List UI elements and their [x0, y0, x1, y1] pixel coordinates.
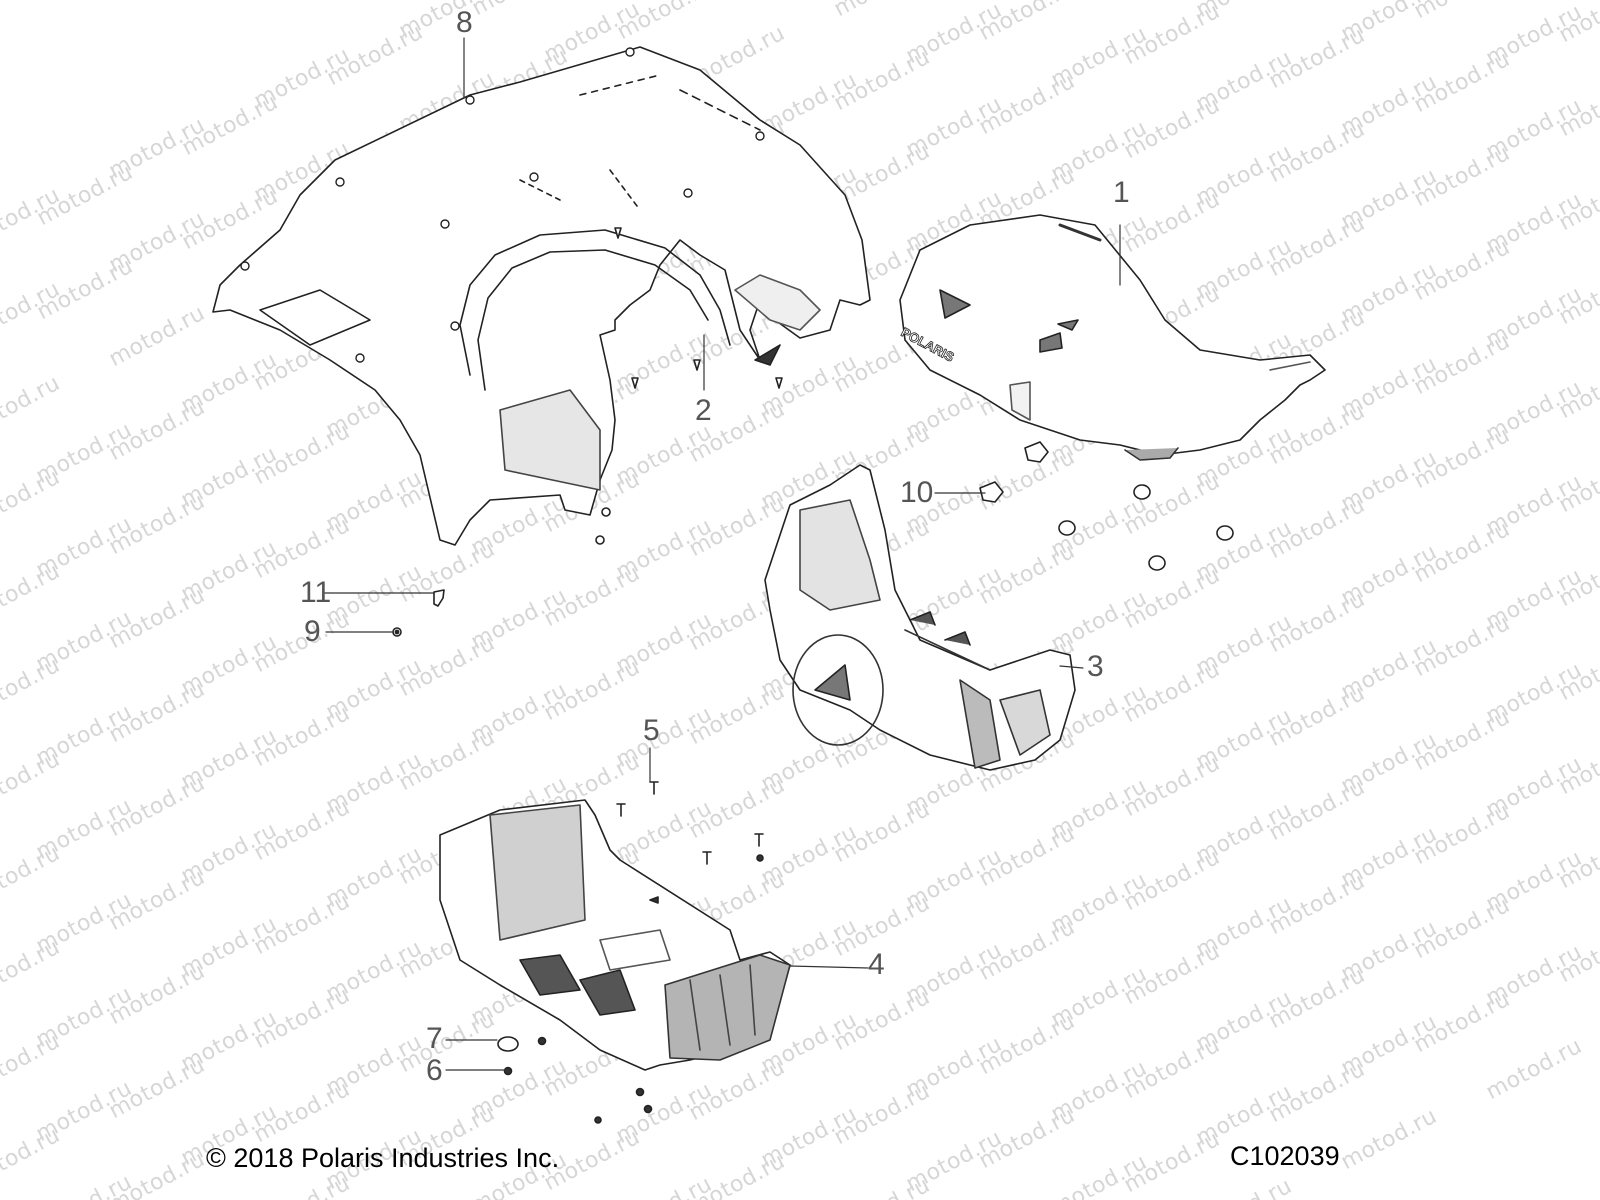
seat-part: POLARIS — [898, 214, 1326, 461]
callout-4: 4 — [868, 948, 885, 981]
footwell-screws — [616, 781, 764, 904]
seat-grommets — [979, 441, 1234, 571]
small-hardware — [392, 589, 653, 1124]
diagram-code: C102039 — [1230, 1141, 1340, 1171]
callout-8: 8 — [456, 6, 473, 39]
callout-3: 3 — [1087, 650, 1104, 683]
callout-5: 5 — [643, 714, 660, 747]
callout-7: 7 — [426, 1022, 443, 1055]
fender-hardware — [595, 227, 783, 545]
callout-10: 10 — [900, 476, 934, 509]
callout-1: 1 — [1113, 176, 1130, 209]
rear-fender-part — [212, 46, 871, 546]
callout-9: 9 — [304, 615, 321, 648]
callout-2: 2 — [695, 394, 712, 427]
leader-lines — [324, 37, 1121, 1071]
right-footwell-part — [764, 464, 1076, 771]
left-footwell-part — [439, 799, 791, 1071]
callout-11: 11 — [300, 576, 332, 609]
callout-6: 6 — [426, 1054, 443, 1087]
copyright-text: © 2018 Polaris Industries Inc. — [206, 1143, 560, 1173]
